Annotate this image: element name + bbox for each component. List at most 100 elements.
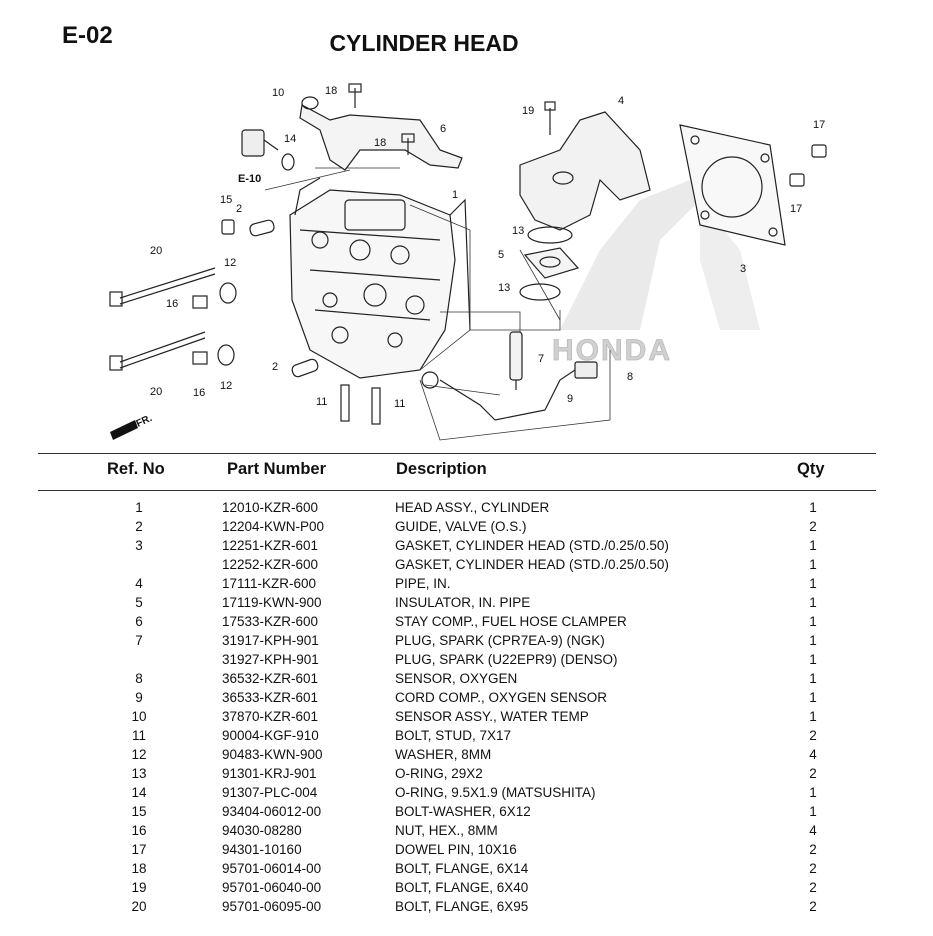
callout-12b: 12: [220, 380, 232, 392]
description-cell: BOLT, FLANGE, 6X14: [395, 861, 529, 876]
callout-4: 4: [618, 95, 624, 107]
stud-bolts: [340, 384, 381, 425]
callout-16b: 16: [193, 387, 205, 399]
part-number-cell: 31917-KPH-901: [222, 633, 319, 648]
description-cell: PIPE, IN.: [395, 576, 451, 591]
description-cell: INSULATOR, IN. PIPE: [395, 595, 531, 610]
qty-cell: 2: [809, 728, 817, 743]
callout-11b: 11: [394, 398, 405, 410]
front-direction-arrow: FR.: [110, 413, 154, 440]
front-arrow-label: FR.: [135, 413, 154, 430]
qty-cell: 2: [809, 861, 817, 876]
qty-cell: 2: [809, 519, 817, 534]
oxygen-sensor: [421, 361, 598, 421]
table-top-rule: [38, 453, 876, 454]
description-cell: PLUG, SPARK (U22EPR9) (DENSO): [395, 652, 618, 667]
ref-no-cell: 6: [135, 614, 143, 629]
part-number-cell: 12204-KWN-P00: [222, 519, 325, 534]
dowel-pins: [789, 144, 827, 187]
part-number-cell: 94030-08280: [222, 823, 302, 838]
callout-18b: 18: [374, 137, 386, 149]
description-cell: DOWEL PIN, 10X16: [395, 842, 517, 857]
ref-no-cell: 9: [135, 690, 143, 705]
long-flange-bolts: [109, 267, 216, 371]
ref-no-cell: 11: [131, 728, 146, 743]
intake-pipe: [519, 101, 651, 231]
part-number-cell: 91301-KRJ-901: [222, 766, 317, 781]
part-number-cell: 17111-KZR-600: [222, 576, 317, 591]
brand-watermark: HONDA: [552, 334, 672, 367]
part-number-cell: 95701-06014-00: [222, 861, 322, 876]
callout-20a: 20: [150, 245, 162, 257]
part-number-cell: 17533-KZR-600: [222, 614, 319, 629]
description-cell: WASHER, 8MM: [395, 747, 492, 762]
ref-no-cell: 3: [135, 538, 143, 553]
callout-17b: 17: [790, 203, 802, 215]
table-header-rule: [38, 490, 876, 491]
callout-7: 7: [538, 353, 544, 365]
callout-11a: 11: [316, 396, 327, 408]
qty-cell: 1: [809, 633, 817, 648]
description-cell: STAY COMP., FUEL HOSE CLAMPER: [395, 614, 627, 629]
ref-no-cell: 7: [135, 633, 143, 648]
table-row: 13 91301-KRJ-901 O-RING, 29X2 2: [0, 764, 933, 783]
washers-and-nuts: [192, 282, 237, 366]
part-number-cell: 95701-06040-00: [222, 880, 322, 895]
description-cell: BOLT-WASHER, 6X12: [395, 804, 531, 819]
callout-13a: 13: [512, 225, 524, 237]
callout-numbers: 1 2 2 3 4 5 6 7 8 9 10 11 11 12 12 13 13…: [150, 85, 825, 410]
ref-no-cell: 2: [135, 519, 143, 534]
ref-no-cell: 18: [131, 861, 147, 876]
qty-cell: 1: [809, 538, 817, 553]
part-number-cell: 94301-10160: [222, 842, 302, 857]
qty-cell: 1: [809, 709, 817, 724]
part-number-cell: 90004-KGF-910: [222, 728, 319, 743]
description-cell: NUT, HEX., 8MM: [395, 823, 498, 838]
callout-10: 10: [272, 87, 284, 99]
header-part-number: Part Number: [227, 460, 327, 478]
ref-no-cell: 20: [131, 899, 147, 914]
qty-cell: 1: [809, 785, 817, 800]
callout-2b: 2: [272, 361, 278, 373]
qty-cell: 2: [809, 880, 817, 895]
table-row: 18 95701-06014-00 BOLT, FLANGE, 6X14 2: [0, 859, 933, 878]
qty-cell: 1: [809, 804, 817, 819]
ref-no-cell: 19: [131, 880, 147, 895]
part-number-cell: 36532-KZR-601: [222, 671, 319, 686]
cylinder-head-gasket: [679, 124, 786, 246]
qty-cell: 1: [809, 671, 817, 686]
ref-no-cell: 4: [135, 576, 143, 591]
callout-6: 6: [440, 123, 446, 135]
callout-2a: 2: [236, 203, 242, 215]
ref-no-cell: 5: [135, 595, 143, 610]
qty-cell: 2: [809, 766, 817, 781]
leader-lines: [264, 167, 611, 441]
ref-no-cell: 17: [131, 842, 147, 857]
description-cell: BOLT, STUD, 7X17: [395, 728, 512, 743]
callout-19: 19: [522, 105, 534, 117]
description-cell: O-RING, 29X2: [395, 766, 483, 781]
ref-no-cell: 13: [131, 766, 147, 781]
callout-12a: 12: [224, 257, 236, 269]
ref-no-cell: 10: [131, 709, 147, 724]
callout-14: 14: [284, 133, 296, 145]
qty-cell: 2: [809, 899, 817, 914]
description-cell: CORD COMP., OXYGEN SENSOR: [395, 690, 608, 705]
ref-no-cell: 8: [135, 671, 143, 686]
part-number-cell: 91307-PLC-004: [222, 785, 318, 800]
callout-8: 8: [627, 371, 633, 383]
header-description: Description: [396, 460, 487, 478]
